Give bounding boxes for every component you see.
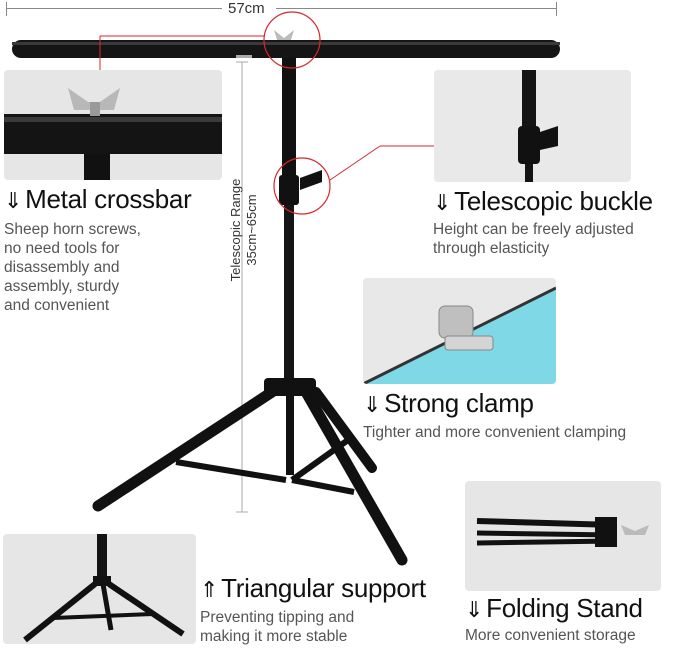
telescopic-buckle-title-text: Telescopic buckle — [454, 186, 653, 216]
telescopic-range-line2: 35cm~65cm — [244, 194, 259, 266]
telescopic-buckle-description: Height can be freely adjusted through el… — [433, 220, 634, 258]
desc-line: no need tools for — [4, 240, 120, 257]
desc-line: through elasticity — [433, 240, 550, 257]
desc-line: making it more stable — [200, 628, 348, 645]
chevron-double-up-icon: ⇑ — [200, 577, 219, 602]
folding-stand-photo — [465, 481, 661, 591]
folding-stand-title: ⇓Folding Stand — [465, 593, 643, 624]
telescopic-range-label: Telescopic Range 35cm~65cm — [228, 160, 260, 300]
telescopic-buckle-photo — [434, 70, 631, 182]
strong-clamp-description: Tighter and more convenient clamping — [363, 423, 626, 442]
desc-line: Height can be freely adjusted — [433, 221, 634, 238]
dimension-line-right — [276, 8, 556, 9]
crossbar-width-label: 57cm — [228, 0, 265, 17]
triangular-support-photo — [3, 534, 196, 644]
metal-crossbar-photo — [4, 70, 222, 180]
folding-stand-title-text: Folding Stand — [486, 593, 643, 623]
desc-line: Preventing tipping and — [200, 609, 355, 626]
desc-line: and convenient — [4, 297, 110, 314]
desc-line: More convenient storage — [465, 627, 636, 644]
folding-stand-description: More convenient storage — [465, 626, 636, 645]
dimension-left-tick — [6, 2, 7, 16]
strong-clamp-title-text: Strong clamp — [384, 388, 534, 418]
triangular-support-title: ⇑Triangular support — [200, 573, 426, 604]
wing-nut-icon — [274, 30, 294, 40]
dimension-line-left — [6, 8, 222, 9]
desc-line: assembly, sturdy — [4, 278, 120, 295]
strong-clamp-photo — [363, 278, 556, 384]
metal-crossbar-description: Sheep horn screws, no need tools for dis… — [4, 220, 141, 315]
strong-clamp-title: ⇓Strong clamp — [363, 388, 534, 419]
desc-line: disassembly and — [4, 259, 120, 276]
desc-line: Sheep horn screws, — [4, 221, 141, 238]
telescopic-buckle-title: ⇓Telescopic buckle — [433, 186, 653, 217]
telescopic-range-line1: Telescopic Range — [228, 178, 243, 282]
metal-crossbar-title: ⇓Metal crossbar — [4, 184, 192, 215]
triangular-support-title-text: Triangular support — [221, 573, 426, 603]
chevron-double-down-icon: ⇓ — [4, 188, 23, 213]
desc-line: Tighter and more convenient clamping — [363, 424, 627, 441]
chevron-double-down-icon: ⇓ — [363, 392, 382, 417]
triangular-support-description: Preventing tipping and making it more st… — [200, 608, 354, 646]
dimension-right-tick — [556, 2, 557, 16]
chevron-double-down-icon: ⇓ — [465, 597, 484, 622]
chevron-double-down-icon: ⇓ — [433, 190, 452, 215]
metal-crossbar-title-text: Metal crossbar — [25, 184, 192, 214]
